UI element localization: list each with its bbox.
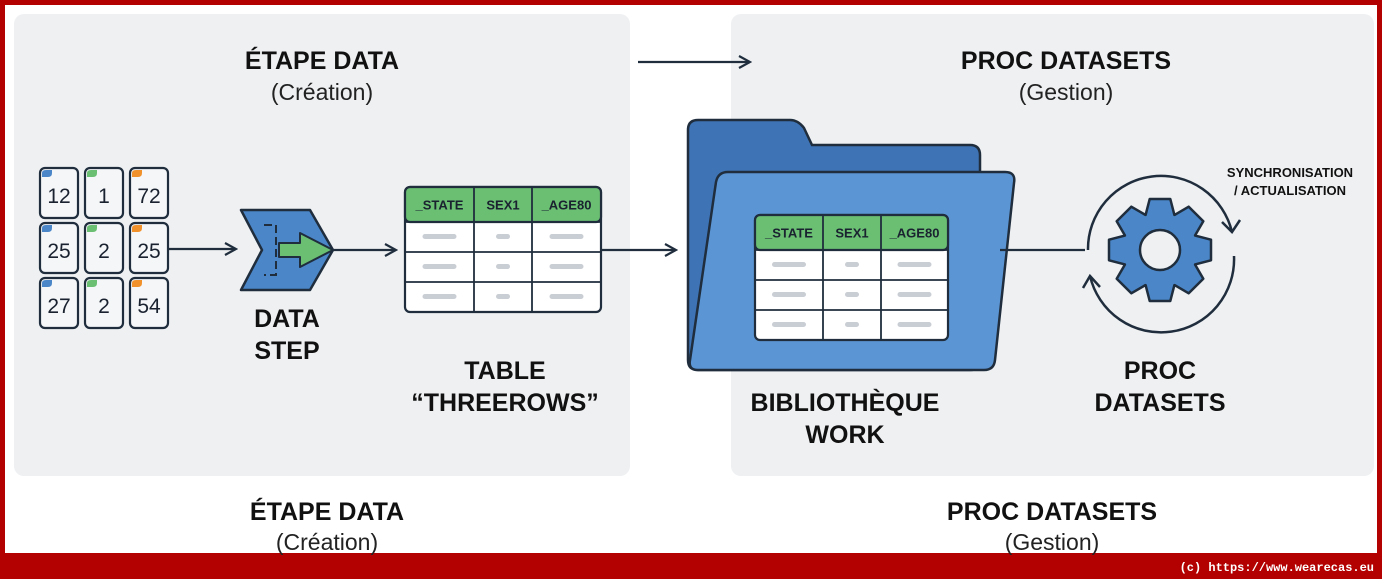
placeholder-cell xyxy=(549,294,584,299)
data-cell-value: 54 xyxy=(137,295,161,318)
table-label-1: TABLE xyxy=(464,357,545,385)
data-cell-value: 2 xyxy=(98,240,110,263)
cell-tag xyxy=(132,170,142,177)
footer-credit: (c) https://www.wearecas.eu xyxy=(1180,561,1374,575)
caption-left-title: ÉTAPE DATA xyxy=(250,497,404,526)
data-step-icon xyxy=(239,208,335,292)
cell-tag xyxy=(87,225,97,232)
data-cell xyxy=(38,166,80,220)
data-step-label-1: DATA xyxy=(254,305,320,333)
placeholder-cell xyxy=(496,234,510,239)
data-cell-value: 2 xyxy=(98,295,110,318)
caption-right-subtitle: (Gestion) xyxy=(1005,529,1100,555)
placeholder-cell xyxy=(496,294,510,299)
table-header-cell: _AGE80 xyxy=(541,198,592,213)
table-header-cell: _AGE80 xyxy=(889,226,940,241)
cell-tag xyxy=(87,280,97,287)
placeholder-cell xyxy=(549,234,584,239)
table-label-2: “THREEROWS” xyxy=(411,389,599,417)
data-cell xyxy=(38,276,80,330)
caption-left-subtitle: (Création) xyxy=(276,529,378,555)
data-step-label-2: STEP xyxy=(254,337,319,365)
placeholder-cell xyxy=(772,292,806,297)
table-header-cell: SEX1 xyxy=(835,226,868,241)
input-data-grid: 12 1 72 25 2 25 27 2 54 xyxy=(38,166,170,330)
data-cell xyxy=(83,221,125,275)
placeholder-cell xyxy=(897,292,932,297)
data-cell-value: 12 xyxy=(47,185,70,208)
right-panel-subtitle: (Gestion) xyxy=(1019,79,1114,105)
cell-tag xyxy=(87,170,97,177)
proc-label-2: DATASETS xyxy=(1094,389,1225,417)
sync-label-2: / ACTUALISATION xyxy=(1234,183,1346,198)
cell-tag xyxy=(42,280,52,287)
data-cell-value: 1 xyxy=(98,185,110,208)
table-header-cell: _STATE xyxy=(764,226,813,241)
cell-tag xyxy=(132,280,142,287)
right-panel-title: PROC DATASETS xyxy=(961,47,1171,75)
cell-tag xyxy=(132,225,142,232)
placeholder-cell xyxy=(897,262,932,267)
placeholder-cell xyxy=(897,322,932,327)
data-cell-value: 72 xyxy=(137,185,160,208)
table-threerows: _STATE SEX1 _AGE80 xyxy=(403,185,603,314)
data-cell-value: 25 xyxy=(137,240,160,263)
placeholder-cell xyxy=(845,262,859,267)
caption-right-title: PROC DATASETS xyxy=(947,498,1157,526)
library-label-2: WORK xyxy=(805,421,884,449)
cell-tag xyxy=(42,170,52,177)
placeholder-cell xyxy=(422,294,457,299)
proc-label-1: PROC xyxy=(1124,357,1196,385)
data-cell xyxy=(83,166,125,220)
left-panel-title: ÉTAPE DATA xyxy=(245,46,399,75)
placeholder-cell xyxy=(422,234,457,239)
placeholder-cell xyxy=(496,264,510,269)
data-cell xyxy=(128,276,170,330)
left-panel-subtitle: (Création) xyxy=(271,79,373,105)
library-table: _STATE SEX1 _AGE80 xyxy=(753,213,950,342)
sync-label-1: SYNCHRONISATION xyxy=(1227,165,1353,180)
cell-tag xyxy=(42,225,52,232)
library-label-1: BIBLIOTHÈQUE xyxy=(751,388,940,417)
gear-icon xyxy=(1107,197,1213,303)
placeholder-cell xyxy=(549,264,584,269)
data-cell xyxy=(38,221,80,275)
data-cell-value: 27 xyxy=(47,295,70,318)
data-cell-value: 25 xyxy=(47,240,70,263)
placeholder-cell xyxy=(845,292,859,297)
placeholder-cell xyxy=(772,262,806,267)
data-cell xyxy=(128,166,170,220)
table-header-cell: _STATE xyxy=(415,198,464,213)
placeholder-cell xyxy=(422,264,457,269)
placeholder-cell xyxy=(772,322,806,327)
data-cell xyxy=(83,276,125,330)
placeholder-cell xyxy=(845,322,859,327)
table-header-cell: SEX1 xyxy=(486,198,519,213)
sync-cycle-arrows-icon xyxy=(1081,174,1242,334)
